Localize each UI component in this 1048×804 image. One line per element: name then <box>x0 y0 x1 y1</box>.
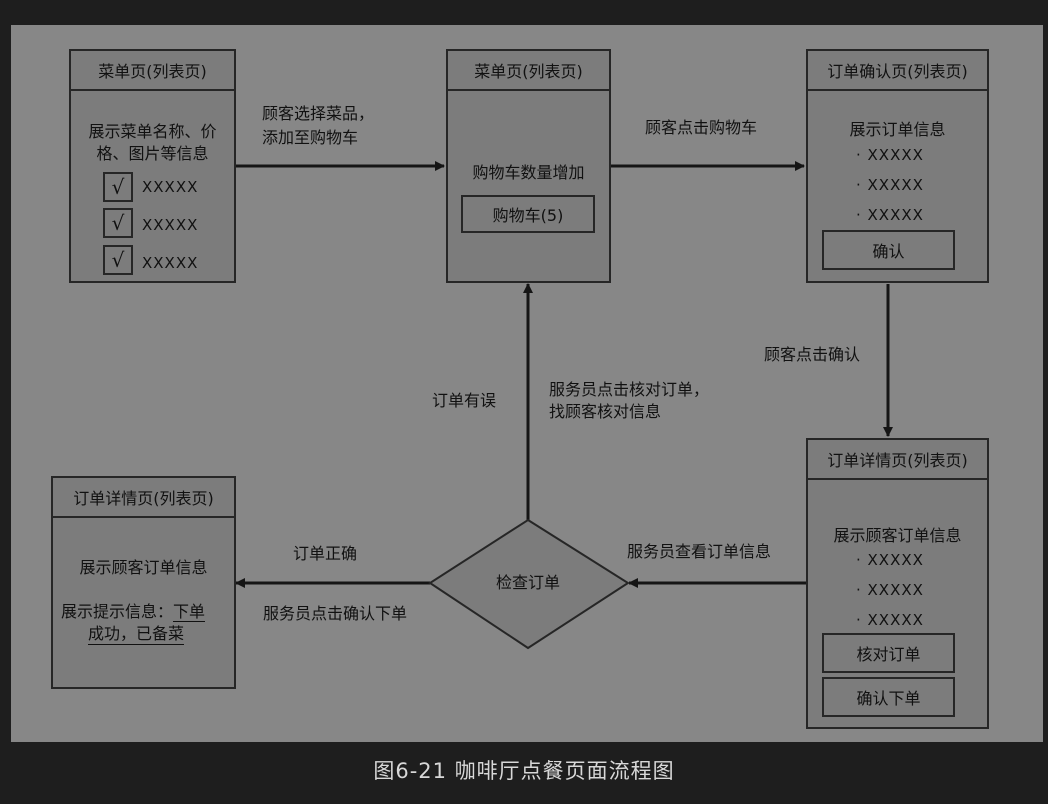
box-header: 订单确认页(列表页) <box>808 51 987 91</box>
figure-caption: 图6-21 咖啡厅点餐页面流程图 <box>373 759 675 783</box>
label-waiter-view: 服务员查看订单信息 <box>627 542 772 561</box>
customer-order-desc: 展示顾客订单信息 <box>833 526 962 545</box>
hint-prefix: 展示提示信息： <box>61 602 174 621</box>
customer-order-desc: 展示顾客订单信息 <box>79 558 208 577</box>
success-hint-line1: 展示提示信息：下单 <box>61 602 206 622</box>
menu-item: XXXXX <box>142 254 199 272</box>
menu-item: XXXXX <box>142 216 199 234</box>
order-item: · XXXXX <box>856 611 924 629</box>
menu-desc-line1: 展示菜单名称、价 <box>88 122 217 141</box>
box-header: 订单详情页(列表页) <box>808 440 987 480</box>
menu-item: XXXXX <box>142 178 199 196</box>
label-waiter-place: 服务员点击确认下单 <box>263 604 408 623</box>
label-click-confirm: 顾客点击确认 <box>764 345 861 364</box>
menu-desc-line2: 格、图片等信息 <box>96 144 209 163</box>
order-item: · XXXXX <box>856 206 924 224</box>
checkbox-icon: √ <box>103 245 133 275</box>
menu-page-box-2: 菜单页(列表页) <box>446 49 611 283</box>
box-header: 菜单页(列表页) <box>71 51 234 91</box>
place-order-button: 确认下单 <box>822 677 955 717</box>
box-header: 订单详情页(列表页) <box>53 478 234 518</box>
success-hint-line2: 成功，已备菜 <box>88 624 185 645</box>
label-waiter-check-2: 找顾客核对信息 <box>549 402 662 421</box>
checkbox-icon: √ <box>103 208 133 238</box>
decision-label: 检查订单 <box>495 573 560 592</box>
confirm-button: 确认 <box>822 230 955 270</box>
cart-count-desc: 购物车数量增加 <box>472 163 585 182</box>
order-item: · XXXXX <box>856 551 924 569</box>
menu-page-box-1: 菜单页(列表页) <box>69 49 236 283</box>
order-info-desc: 展示订单信息 <box>849 120 946 139</box>
hint-part1: 下单 <box>173 602 206 622</box>
checkbox-icon: √ <box>103 172 133 202</box>
order-detail-box-left: 订单详情页(列表页) <box>51 476 236 689</box>
label-order-correct: 订单正确 <box>293 544 358 563</box>
decision-diamond <box>428 518 630 650</box>
check-order-button: 核对订单 <box>822 633 955 673</box>
label-add-to-cart: 添加至购物车 <box>262 128 359 147</box>
label-click-cart: 顾客点击购物车 <box>645 118 758 137</box>
label-order-error: 订单有误 <box>432 391 497 410</box>
cart-button: 购物车(5) <box>461 195 595 233</box>
label-select-dish: 顾客选择菜品， <box>262 104 375 123</box>
order-item: · XXXXX <box>856 176 924 194</box>
box-header: 菜单页(列表页) <box>448 51 609 91</box>
order-item: · XXXXX <box>856 146 924 164</box>
label-waiter-check-1: 服务员点击核对订单， <box>549 380 710 399</box>
order-item: · XXXXX <box>856 581 924 599</box>
